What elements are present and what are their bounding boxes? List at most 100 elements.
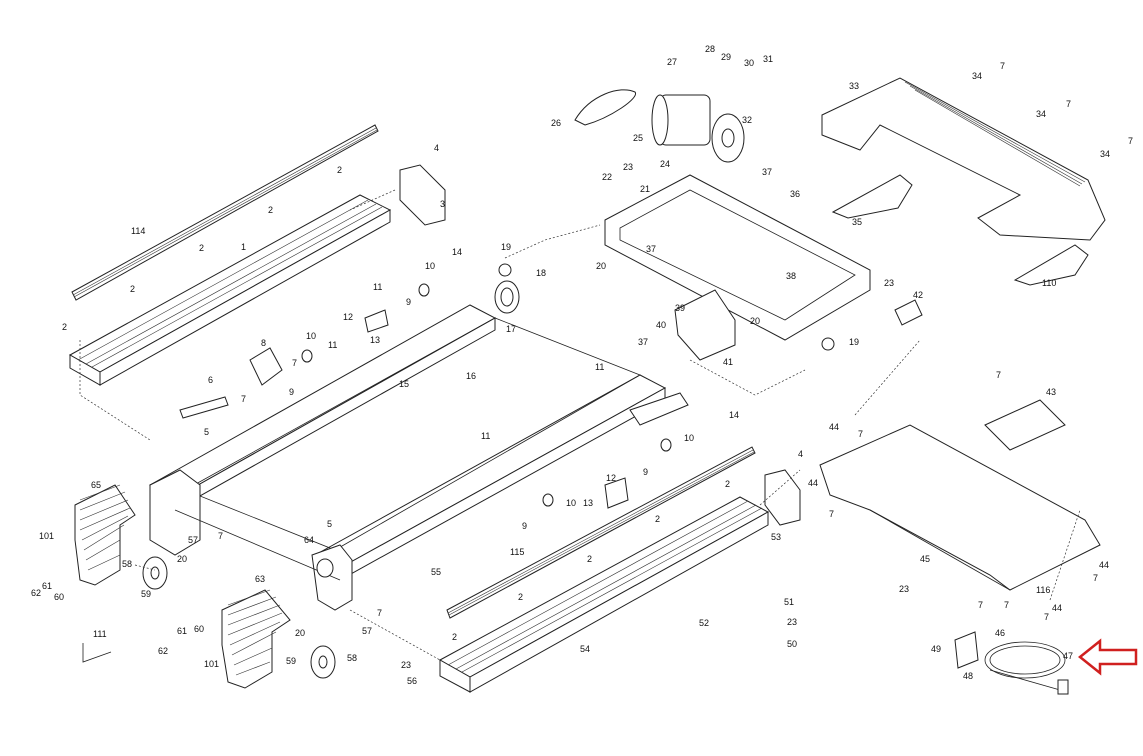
plate-6: [179, 396, 229, 419]
roller-64: [316, 558, 334, 578]
callout-32: 32: [742, 115, 752, 125]
callout-20: 20: [596, 261, 606, 271]
wheel-59b: [310, 645, 336, 679]
callout-111: 111: [93, 629, 107, 639]
callout-101: 101: [39, 531, 54, 541]
callout-47: 47: [1063, 651, 1073, 661]
callout-10: 10: [306, 331, 316, 341]
callout-11: 11: [595, 362, 604, 372]
drive-belt-26: [574, 89, 636, 126]
bracket-53: [764, 469, 801, 526]
callout-62: 62: [158, 646, 168, 656]
foot-cover-65: [74, 484, 136, 586]
callout-17: 17: [506, 324, 516, 334]
callout-101: 101: [204, 659, 219, 669]
callout-30: 30: [744, 58, 754, 68]
callout-44: 44: [1099, 560, 1109, 570]
callout-11: 11: [481, 431, 490, 441]
callout-7: 7: [1044, 612, 1049, 622]
callout-59: 59: [141, 589, 151, 599]
callout-27: 27: [667, 57, 677, 67]
callout-7: 7: [218, 531, 223, 541]
callout-7: 7: [377, 608, 382, 618]
power-cord-47: [984, 641, 1069, 695]
arrow-left-icon: [1077, 638, 1138, 676]
callout-7: 7: [1093, 573, 1098, 583]
callout-28: 28: [705, 44, 715, 54]
walking-belt-16: [184, 317, 641, 551]
handrail-35: [831, 174, 913, 219]
callout-44: 44: [1052, 603, 1062, 613]
callout-9: 9: [289, 387, 294, 397]
callout-23: 23: [401, 660, 411, 670]
callout-2: 2: [518, 592, 523, 602]
callout-56: 56: [407, 676, 417, 686]
callout-16: 16: [466, 371, 476, 381]
callout-37: 37: [638, 337, 648, 347]
callout-10: 10: [684, 433, 694, 443]
callout-2: 2: [268, 205, 273, 215]
callout-62: 62: [31, 588, 41, 598]
callout-3: 3: [440, 199, 445, 209]
callout-12: 12: [606, 473, 616, 483]
callout-5: 5: [204, 427, 209, 437]
front-end-right: [311, 544, 353, 611]
callout-59: 59: [286, 656, 296, 666]
bracket-12b: [604, 477, 629, 509]
callout-2: 2: [337, 165, 342, 175]
callout-35: 35: [852, 217, 862, 227]
motor-25: [651, 94, 745, 163]
front-end-left: [149, 469, 201, 556]
wheel-59a: [142, 556, 168, 590]
motor-tray-45: [819, 424, 1101, 591]
callout-44: 44: [829, 422, 839, 432]
callout-20: 20: [177, 554, 187, 564]
callout-116: 116: [1036, 585, 1050, 595]
callout-7: 7: [996, 370, 1001, 380]
callout-31: 31: [763, 54, 773, 64]
callout-60: 60: [194, 624, 204, 634]
callout-40: 40: [656, 320, 666, 330]
callout-23: 23: [899, 584, 909, 594]
callout-15: 15: [399, 379, 409, 389]
callout-58: 58: [347, 653, 357, 663]
rail-cover-115: [446, 446, 756, 619]
callout-7: 7: [1066, 99, 1071, 109]
callout-57: 57: [188, 535, 198, 545]
callout-34: 34: [972, 71, 982, 81]
callout-6: 6: [208, 375, 213, 385]
handrail-110: [1013, 244, 1089, 286]
callout-7: 7: [858, 429, 863, 439]
callout-37: 37: [646, 244, 656, 254]
callout-33: 33: [849, 81, 859, 91]
callout-39: 39: [675, 303, 685, 313]
callout-114: 114: [131, 226, 145, 236]
callout-2: 2: [199, 243, 204, 253]
bracket-3: [399, 164, 446, 226]
callout-24: 24: [660, 159, 670, 169]
callout-7: 7: [241, 394, 246, 404]
roller-pulley-17: [494, 280, 520, 314]
callout-61: 61: [177, 626, 187, 636]
callout-46: 46: [995, 628, 1005, 638]
callout-34: 34: [1036, 109, 1046, 119]
callout-65: 65: [91, 480, 101, 490]
wrench-111: [82, 643, 112, 663]
callout-49: 49: [931, 644, 941, 654]
callout-37: 37: [762, 167, 772, 177]
callout-10: 10: [566, 498, 576, 508]
callout-2: 2: [587, 554, 592, 564]
callout-2: 2: [452, 632, 457, 642]
spacers: [301, 263, 835, 507]
callout-36: 36: [790, 189, 800, 199]
foot-cover-63: [221, 589, 291, 689]
callout-58: 58: [122, 559, 132, 569]
callout-labels: 1222222222234455677777777777777899991010…: [31, 44, 1133, 686]
bracket-8: [249, 347, 283, 386]
callout-2: 2: [130, 284, 135, 294]
callout-21: 21: [640, 184, 650, 194]
callout-19: 19: [849, 337, 859, 347]
callout-23: 23: [623, 162, 633, 172]
